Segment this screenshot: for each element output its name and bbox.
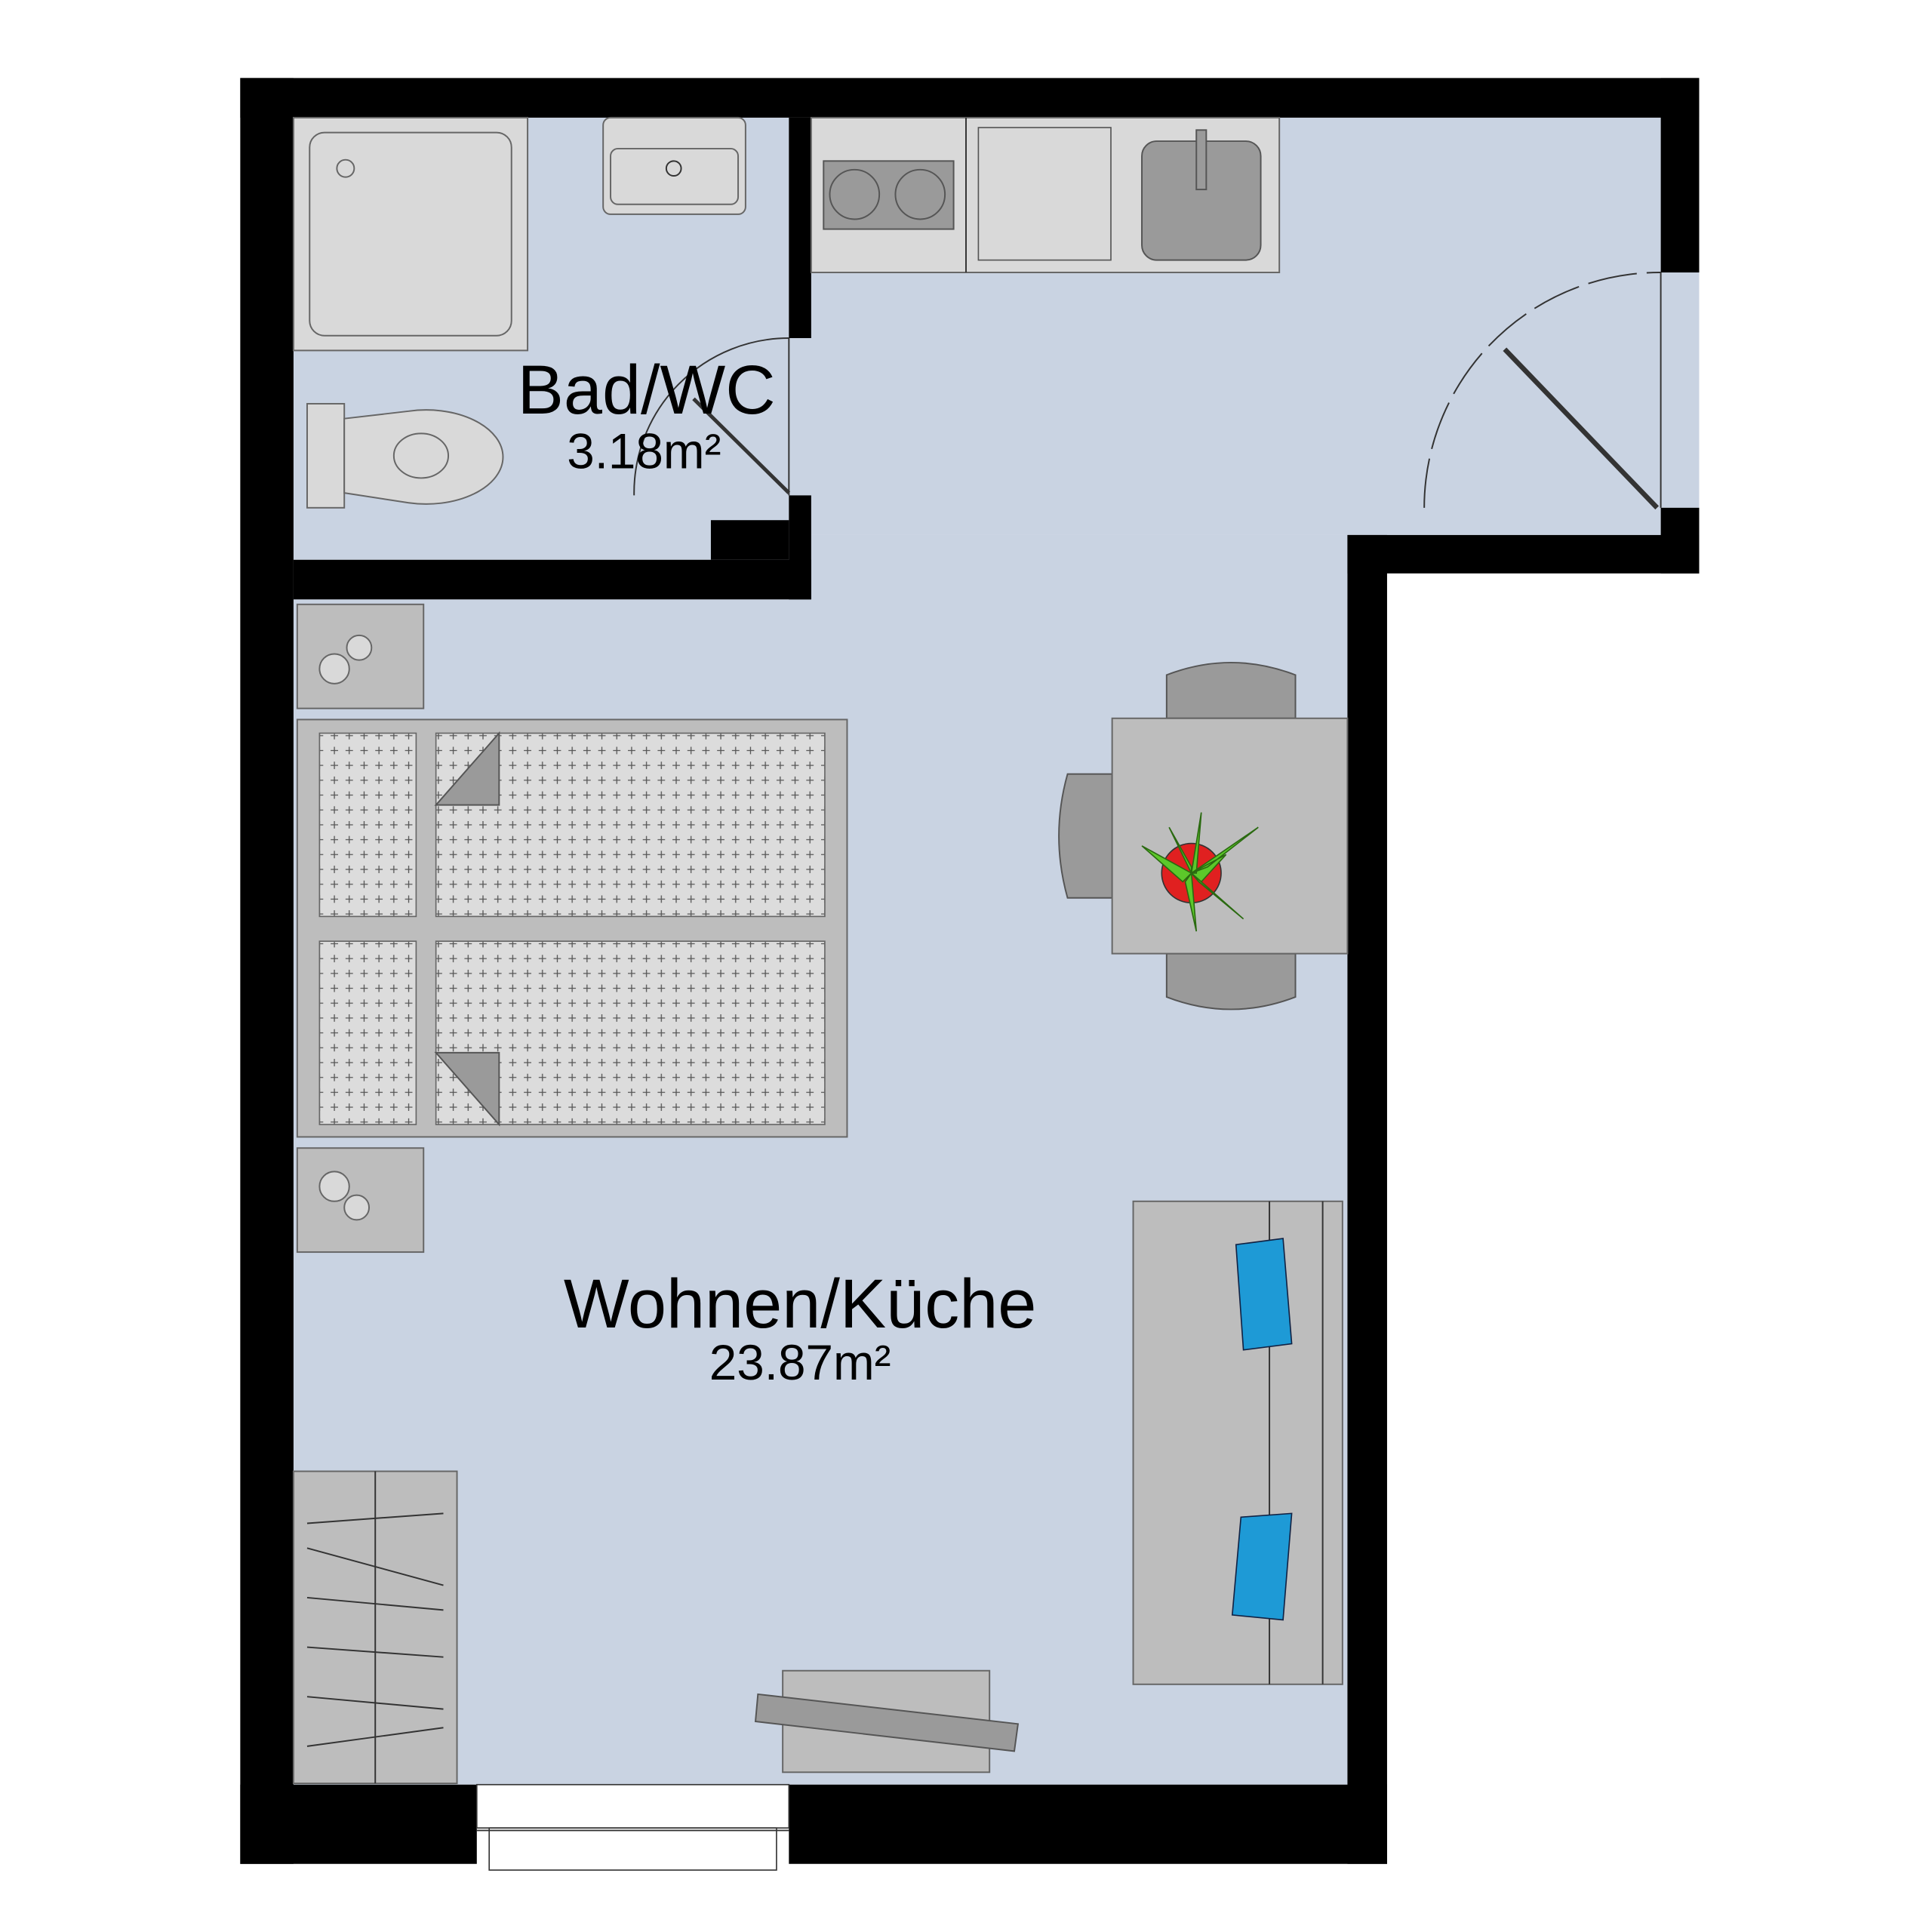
dining-table	[1058, 661, 1349, 1011]
room-name-living-kitchen: Wohnen/Küche	[564, 1266, 1037, 1343]
shower-tray	[292, 116, 529, 352]
double-bed	[296, 718, 848, 1138]
nightstand-bottom	[296, 1147, 425, 1254]
washbasin	[602, 116, 746, 215]
room-area-bathroom: 3.18m²	[567, 423, 721, 478]
wardrobe	[292, 1470, 458, 1785]
cushion	[1231, 1238, 1293, 1621]
walls	[240, 78, 1700, 1864]
toilet	[306, 402, 504, 509]
entrance-door[interactable]	[1423, 272, 1662, 510]
sofa	[1132, 1200, 1343, 1685]
desk	[754, 1669, 1020, 1774]
window	[475, 1783, 790, 1871]
kitchen-counter	[810, 116, 1281, 274]
plant-icon	[1141, 812, 1259, 932]
bathroom-door[interactable]	[633, 337, 791, 496]
room-area-living-kitchen: 23.87m²	[709, 1335, 891, 1390]
nightstand-top	[296, 603, 425, 709]
room-name-bathroom: Bad/WC	[518, 352, 776, 429]
